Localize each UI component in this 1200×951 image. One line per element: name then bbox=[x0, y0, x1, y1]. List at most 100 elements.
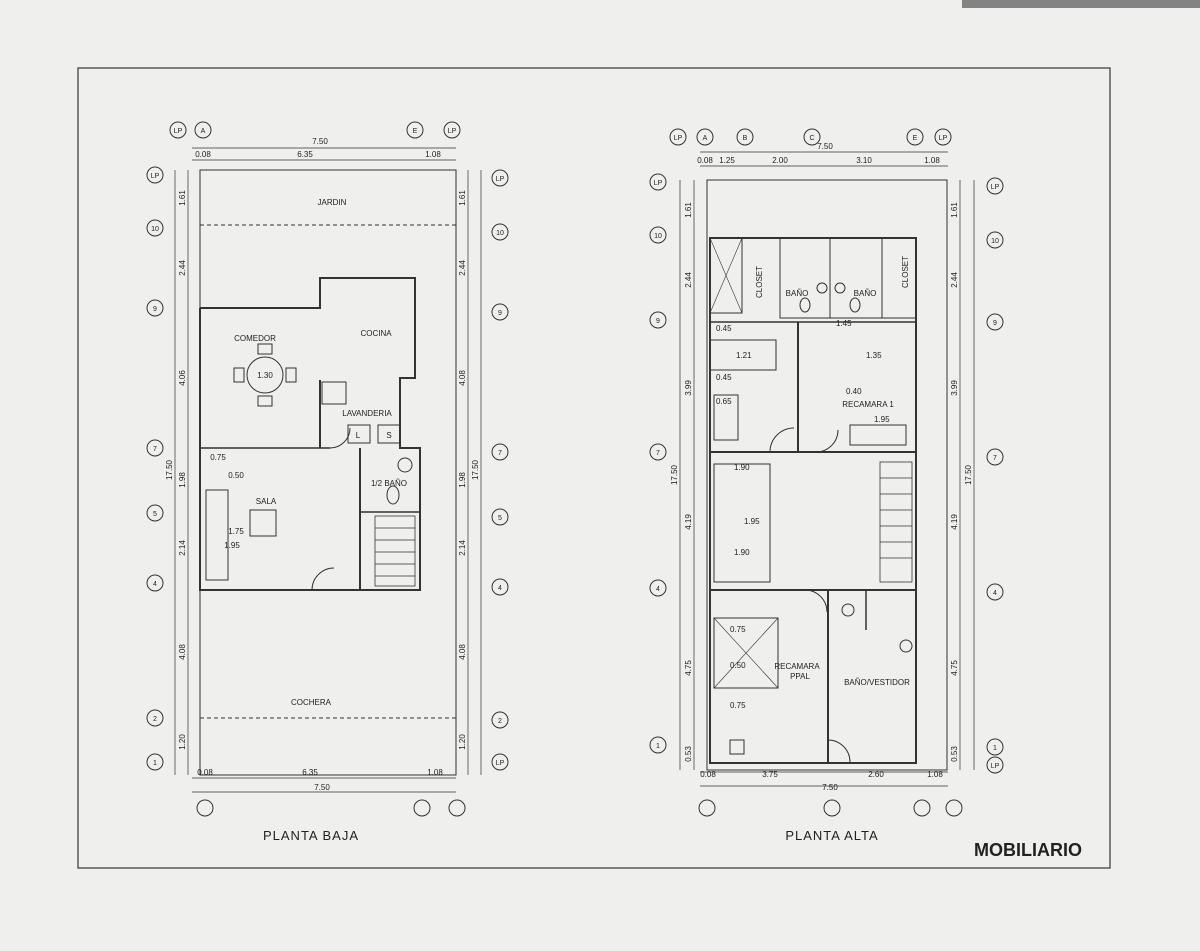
upper-furniture-dim-6: 0.40 bbox=[846, 387, 862, 396]
ground-furniture-dim-1: 0.75 bbox=[210, 453, 226, 462]
ground-floor-plan bbox=[174, 147, 482, 793]
grid-label-9: 9 bbox=[993, 320, 997, 327]
grid-label-e: E bbox=[913, 135, 918, 142]
upper-bottom-dim-1: 3.75 bbox=[762, 770, 778, 779]
grid-label-1: 1 bbox=[153, 760, 157, 767]
room-bath-1: BAÑO bbox=[786, 289, 809, 298]
ground-grid-markers bbox=[146, 121, 509, 817]
entry-door-arc bbox=[311, 567, 335, 591]
upper-furniture-dim-3: 0.65 bbox=[716, 397, 732, 406]
upper-grid-labels: LP A B C E LP LP 10 9 7 4 1 LP 10 9 7 4 … bbox=[654, 135, 1000, 770]
ground-bottom-dim-0: 0.08 bbox=[197, 768, 213, 777]
upper-bottom-dim-3: 1.08 bbox=[927, 770, 943, 779]
ground-top-dim-0: 0.08 bbox=[195, 150, 211, 159]
grid-label-9: 9 bbox=[656, 318, 660, 325]
door-arc-rec1 bbox=[815, 429, 839, 453]
ground-overall-depth-right: 17.50 bbox=[471, 459, 480, 480]
grid-label-9: 9 bbox=[153, 306, 157, 313]
room-closet-right: CLOSET bbox=[901, 256, 910, 288]
upper-top-dim-4: 1.08 bbox=[924, 156, 940, 165]
upper-floor-plan bbox=[679, 151, 975, 787]
grid-label-c: C bbox=[809, 135, 814, 142]
grid-label-lp: LP bbox=[496, 176, 505, 183]
grid-label-lp: LP bbox=[654, 180, 663, 187]
room-bath-2: BAÑO bbox=[854, 289, 877, 298]
half-bath-toilet bbox=[386, 485, 400, 505]
ground-furniture-dim-2: 0.50 bbox=[228, 471, 244, 480]
upper-furniture-dim-12: 0.50 bbox=[730, 661, 746, 670]
ground-right-dim-2: 4.08 bbox=[458, 370, 467, 386]
ground-left-dim-1: 2.44 bbox=[178, 260, 187, 276]
grid-label-2: 2 bbox=[153, 716, 157, 723]
upper-right-dim-3: 4.19 bbox=[950, 514, 959, 530]
bath-1-toilet bbox=[799, 297, 811, 313]
upper-furniture-dim-11: 0.75 bbox=[730, 625, 746, 634]
upper-right-dim-4: 4.75 bbox=[950, 660, 959, 676]
coffee-table bbox=[249, 509, 277, 537]
closet-left bbox=[709, 237, 743, 314]
ground-stairs bbox=[374, 515, 416, 587]
room-recamara-ppal-line1: RECAMARA bbox=[774, 662, 820, 671]
grid-label-lp: LP bbox=[991, 184, 1000, 191]
upper-right-dim-5: 0.53 bbox=[950, 746, 959, 762]
room-half-bath: 1/2 BAÑO bbox=[371, 479, 407, 488]
grid-label-a: A bbox=[703, 135, 708, 142]
ground-right-dim-0: 1.61 bbox=[458, 190, 467, 206]
ground-right-dim-1: 2.44 bbox=[458, 260, 467, 276]
bed-rec1 bbox=[849, 424, 907, 446]
upper-furniture-dim-1: 1.21 bbox=[736, 351, 752, 360]
upper-furniture-dim-5: 1.35 bbox=[866, 351, 882, 360]
room-recamara-ppal-line2: PPAL bbox=[790, 672, 810, 681]
grid-label-10: 10 bbox=[151, 226, 159, 233]
grid-label-5: 5 bbox=[153, 511, 157, 518]
room-jardin: JARDIN bbox=[318, 198, 347, 207]
bed-ppal bbox=[713, 617, 779, 689]
upper-furniture-dim-2: 0.45 bbox=[716, 373, 732, 382]
dining-table bbox=[233, 343, 297, 407]
grid-label-lp: LP bbox=[151, 173, 160, 180]
ground-bottom-overall: 7.50 bbox=[314, 783, 330, 792]
upper-top-dim-1: 1.25 bbox=[719, 156, 735, 165]
upper-furniture-dim-9: 1.95 bbox=[744, 517, 760, 526]
ground-left-dim-5: 4.08 bbox=[178, 644, 187, 660]
grid-label-10: 10 bbox=[496, 230, 504, 237]
upper-top-dim-0: 0.08 bbox=[697, 156, 713, 165]
hall-furniture bbox=[713, 463, 771, 583]
upper-furniture-dim-7: 1.95 bbox=[874, 415, 890, 424]
upper-bottom-dim-0: 0.08 bbox=[700, 770, 716, 779]
upper-lot-outline bbox=[706, 179, 948, 771]
upper-overall-depth-left: 17.50 bbox=[670, 464, 679, 485]
fixture-l: L bbox=[356, 431, 361, 440]
bath-2-sink bbox=[834, 282, 846, 294]
grid-label-4: 4 bbox=[656, 586, 660, 593]
ppal-toilet bbox=[841, 603, 855, 617]
upper-furniture-dim-8: 1.90 bbox=[734, 463, 750, 472]
grid-label-2: 2 bbox=[498, 718, 502, 725]
bath-1-sink bbox=[816, 282, 828, 294]
upper-room-labels: CLOSET CLOSET BAÑO BAÑO RECAMARA 1 RECAM… bbox=[716, 256, 910, 710]
grid-label-e: E bbox=[413, 128, 418, 135]
upper-left-dim-3: 4.19 bbox=[684, 514, 693, 530]
door-arc-ppal bbox=[804, 589, 828, 613]
grid-label-4: 4 bbox=[498, 585, 502, 592]
room-lavanderia: LAVANDERIA bbox=[342, 409, 392, 418]
upper-top-dim-2: 2.00 bbox=[772, 156, 788, 165]
grid-label-9: 9 bbox=[498, 310, 502, 317]
grid-label-1: 1 bbox=[656, 743, 660, 750]
upper-bottom-dim-2: 2.60 bbox=[868, 770, 884, 779]
laundry-door-arc bbox=[329, 427, 351, 449]
grid-label-lp: LP bbox=[496, 760, 505, 767]
room-sala: SALA bbox=[256, 497, 277, 506]
door-arc-vestidor bbox=[827, 739, 851, 763]
grid-label-lp: LP bbox=[939, 135, 948, 142]
ground-right-dim-5: 4.08 bbox=[458, 644, 467, 660]
fixture-s: S bbox=[386, 431, 391, 440]
bath-2-toilet bbox=[849, 297, 861, 313]
upper-left-dim-5: 0.53 bbox=[684, 746, 693, 762]
ground-left-dim-2: 4.06 bbox=[178, 370, 187, 386]
ground-dimensions: 7.50 0.08 6.35 1.08 0.08 6.35 1.08 7.50 … bbox=[165, 137, 480, 792]
upper-floor-title: PLANTA ALTA bbox=[785, 828, 878, 843]
upper-right-dim-2: 3.99 bbox=[950, 380, 959, 396]
upper-bottom-overall: 7.50 bbox=[822, 783, 838, 792]
